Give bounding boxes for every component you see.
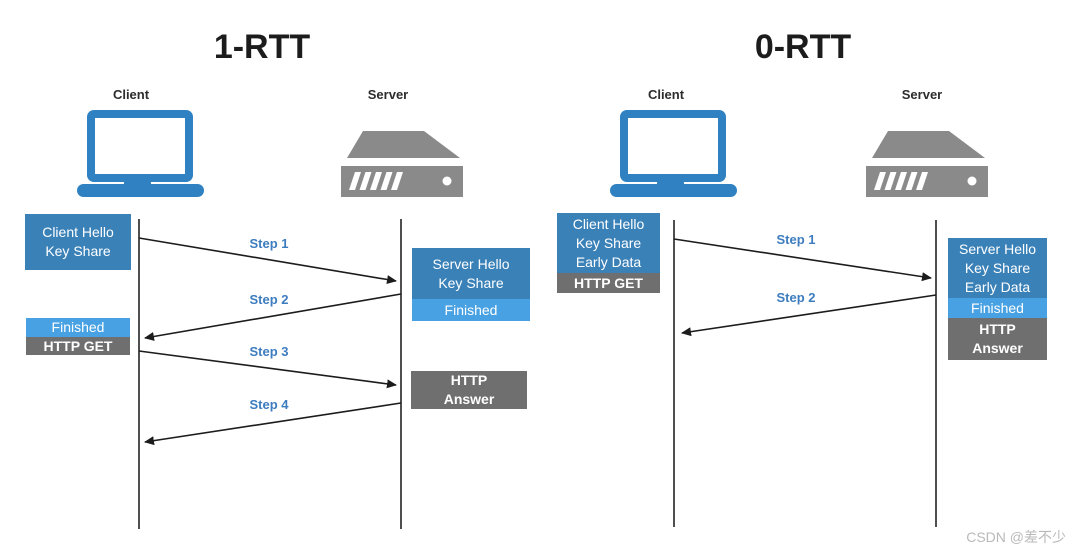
- message-line: Server Hello: [432, 255, 510, 272]
- arrow-step1-1rtt: [138, 237, 397, 284]
- message-line: Answer: [972, 340, 1023, 356]
- server-icon: [866, 131, 988, 197]
- arrow-step3-1rtt: [138, 350, 397, 389]
- diagram-title-0rtt: 0-RTT: [754, 28, 852, 66]
- message-line: Client Hello: [572, 215, 645, 232]
- message-line: HTTP: [450, 372, 488, 388]
- http-get-box-1rtt: HTTP GET: [26, 337, 130, 355]
- arrow-step4-1rtt: [144, 402, 402, 446]
- server-icon: [341, 131, 463, 197]
- watermark: CSDN @差不少: [966, 529, 1066, 545]
- server-hello-box-1rtt: Server Hello Key Share: [412, 248, 530, 299]
- message-line: HTTP GET: [43, 337, 113, 354]
- message-line: Key Share: [45, 243, 111, 259]
- step4-label-1rtt: Step 4: [249, 397, 289, 412]
- message-line: Key Share: [575, 234, 642, 251]
- client-hello-box-1rtt: Client Hello Key Share: [25, 214, 131, 270]
- message-line: Finished: [971, 299, 1024, 316]
- step1-label-0rtt: Step 1: [776, 232, 816, 247]
- message-line: Key Share: [438, 274, 504, 291]
- diagram-title-1rtt: 1-RTT: [213, 28, 311, 66]
- arrow-step2-1rtt: [144, 293, 402, 341]
- message-line: Key Share: [964, 259, 1031, 276]
- http-answer-box-0rtt: HTTP Answer: [948, 318, 1047, 360]
- client-hello-box-0rtt: Client Hello Key Share Early Data: [557, 213, 660, 273]
- message-line: Answer: [443, 391, 495, 407]
- client-label-0rtt: Client: [647, 87, 685, 102]
- message-line: Early Data: [964, 278, 1031, 295]
- message-line: HTTP: [979, 321, 1016, 337]
- step2-label-1rtt: Step 2: [249, 292, 289, 307]
- message-line: HTTP GET: [574, 274, 643, 291]
- message-line: Server Hello: [958, 240, 1037, 257]
- client-label-1rtt: Client: [112, 87, 150, 102]
- server-finished-box-0rtt: Finished: [948, 298, 1047, 318]
- server-hello-box-0rtt: Server Hello Key Share Early Data: [948, 238, 1047, 298]
- server-label-1rtt: Server: [367, 87, 409, 102]
- step2-label-0rtt: Step 2: [776, 290, 816, 305]
- step1-label-1rtt: Step 1: [249, 236, 289, 251]
- http-answer-box-1rtt: HTTP Answer: [411, 371, 527, 409]
- message-line: Finished: [51, 319, 105, 335]
- message-line: Early Data: [575, 253, 642, 270]
- laptop-icon: [77, 110, 204, 197]
- step3-label-1rtt: Step 3: [249, 344, 289, 359]
- arrow-step2-0rtt: [681, 294, 937, 337]
- message-line: Client Hello: [42, 224, 114, 240]
- arrow-step1-0rtt: [673, 238, 932, 282]
- message-line: Finished: [444, 301, 498, 318]
- server-label-0rtt: Server: [901, 87, 943, 102]
- client-finished-box-1rtt: Finished: [26, 318, 130, 337]
- http-get-box-0rtt: HTTP GET: [557, 273, 660, 293]
- server-finished-box-1rtt: Finished: [412, 299, 530, 321]
- laptop-icon: [610, 110, 737, 197]
